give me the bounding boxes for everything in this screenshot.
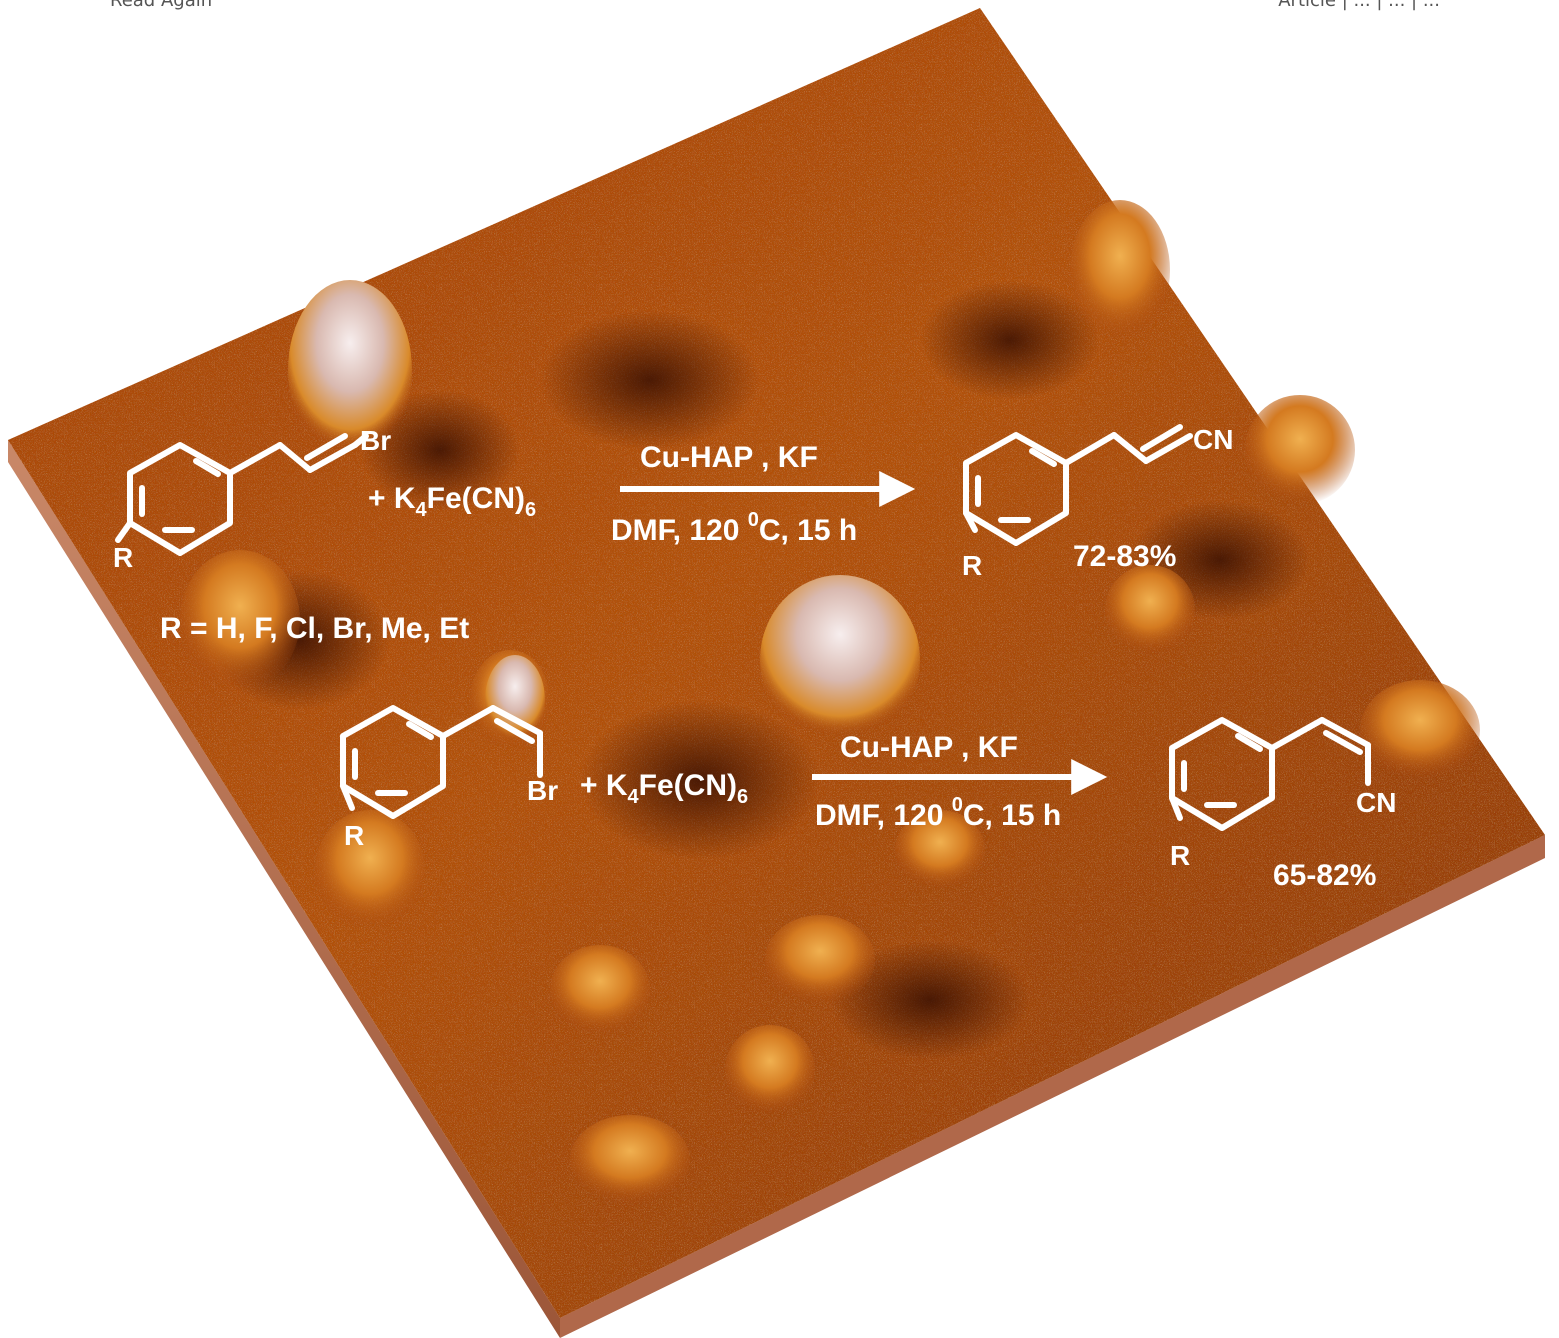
product-1-group: CN: [1193, 424, 1233, 455]
header-right-text: Article | ... | ... | ...: [1278, 0, 1440, 11]
conditions-2-bottom: DMF, 120 0C, 15 h: [815, 794, 1061, 832]
reactant-1-structure: [115, 433, 369, 556]
yield-1: 72-83%: [1073, 540, 1176, 573]
reactant-2-structure: [340, 705, 543, 819]
afm-surface: [8, 8, 1545, 1318]
reactant-2-leaving-group: Br: [527, 775, 558, 806]
reactant-1-leaving-group: Br: [360, 425, 391, 456]
conditions-2-top: Cu-HAP , KF: [840, 731, 1018, 764]
conditions-1-bottom: DMF, 120 0C, 15 h: [611, 509, 857, 547]
reaction-1: Br R + K4Fe(CN)6 Cu-HAP , KF DMF, 120 0C…: [113, 424, 1233, 581]
header-left-text: Read Again: [110, 0, 212, 11]
slab-front-edge: [8, 440, 560, 1338]
product-1-structure: [963, 424, 1193, 546]
reaction-2: Br R + K4Fe(CN)6 Cu-HAP , KF DMF, 120 0C…: [340, 705, 1396, 892]
substituents-note: R = H, F, Cl, Br, Me, Et: [160, 612, 469, 645]
reagent-1: + K4Fe(CN)6: [368, 482, 536, 521]
reactant-1-substituent: R: [113, 542, 133, 573]
product-1-substituent: R: [962, 550, 982, 581]
conditions-1-top: Cu-HAP , KF: [640, 441, 818, 474]
product-2-group: CN: [1356, 787, 1396, 818]
reagent-2: + K4Fe(CN)6: [580, 769, 748, 808]
product-2-substituent: R: [1170, 840, 1190, 871]
reactant-2-substituent: R: [344, 820, 364, 851]
yield-2: 65-82%: [1273, 859, 1376, 892]
slab-right-edge: [560, 835, 1545, 1338]
product-2-structure: [1169, 717, 1371, 831]
